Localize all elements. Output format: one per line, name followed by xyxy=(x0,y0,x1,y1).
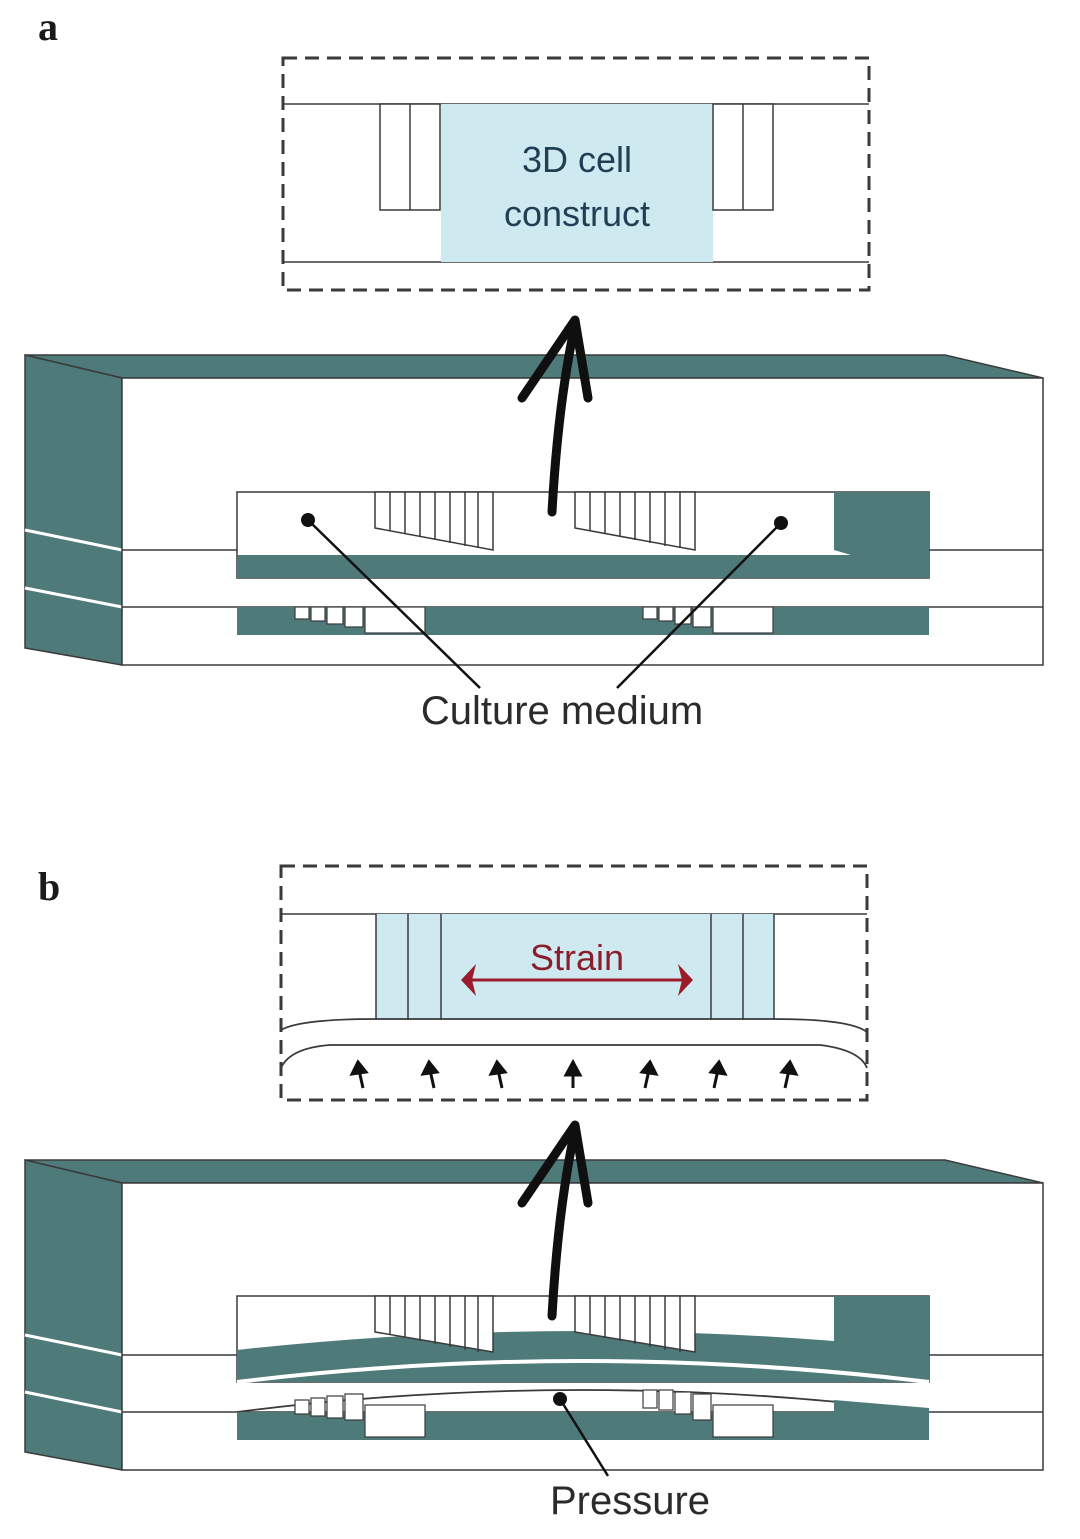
panel-a-inset: 3D cell construct xyxy=(281,56,871,292)
panel-b: b Strain xyxy=(24,864,1044,1523)
strain-arrow xyxy=(461,964,693,996)
cell-construct-label-line1: 3D cell xyxy=(522,139,632,180)
panel-b-zoom-arrow xyxy=(517,1120,593,1321)
cell-construct-block xyxy=(441,104,713,262)
culture-medium-callout: Culture medium xyxy=(301,513,788,733)
pressure-callout: Pressure xyxy=(550,1392,710,1523)
panel-b-letter: b xyxy=(38,864,60,909)
panel-a: a 3D cell construct xyxy=(24,4,1044,733)
culture-medium-label: Culture medium xyxy=(421,689,703,733)
strain-label: Strain xyxy=(530,937,624,978)
panel-b-inset: Strain xyxy=(279,864,869,1102)
panel-b-device xyxy=(24,1159,1044,1471)
panel-a-device xyxy=(24,354,1044,666)
panel-a-letter: a xyxy=(38,4,58,49)
panel-a-zoom-arrow xyxy=(517,315,593,517)
pressure-label: Pressure xyxy=(550,1479,710,1523)
cell-construct-label-line2: construct xyxy=(504,193,650,234)
cell-construct-block xyxy=(376,914,774,1020)
pressure-arrows xyxy=(349,1058,799,1089)
